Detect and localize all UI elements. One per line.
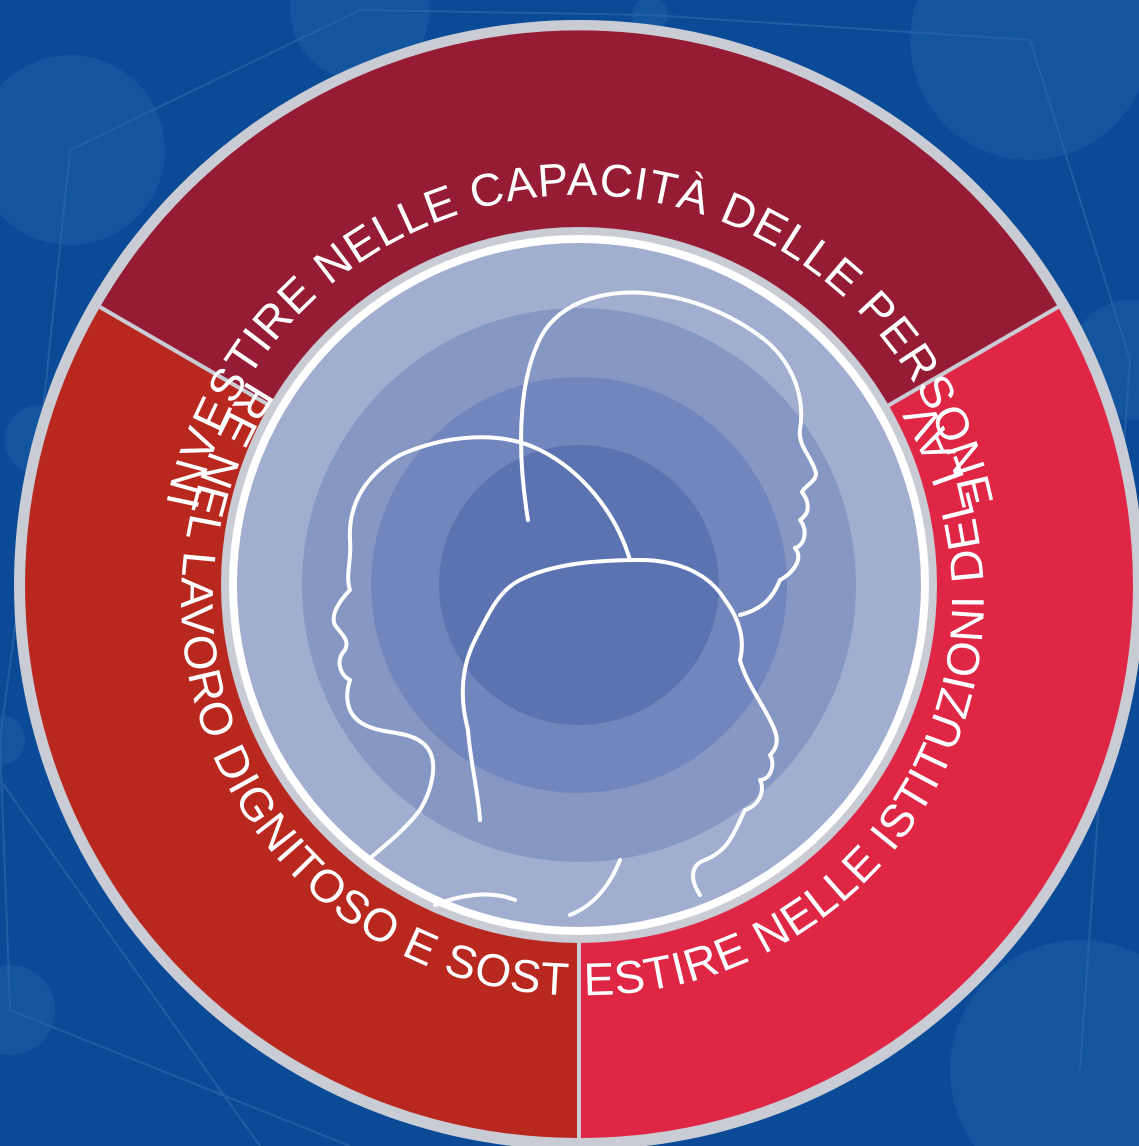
- inner-disc: [221, 227, 937, 943]
- three-heads-silhouette-icon: [331, 290, 818, 917]
